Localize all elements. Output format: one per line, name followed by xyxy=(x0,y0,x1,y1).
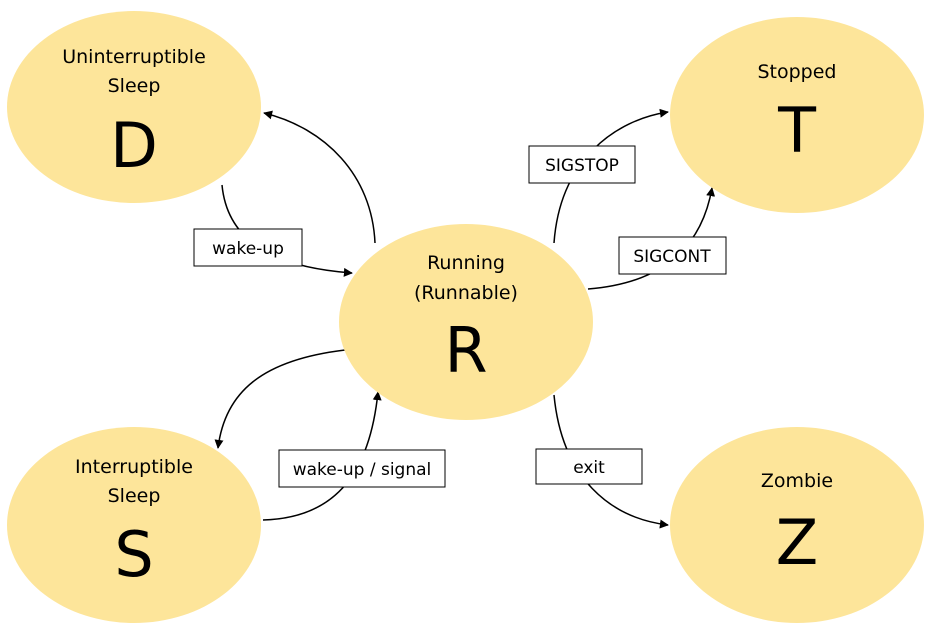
state-t-letter: T xyxy=(777,94,817,167)
state-z-name: Zombie xyxy=(761,470,833,492)
state-s-letter: S xyxy=(114,518,153,591)
label-sigcont: SIGCONT xyxy=(618,236,727,275)
label-sigstop-text: SIGSTOP xyxy=(545,156,619,176)
state-interruptible-sleep: Interruptible Sleep S xyxy=(7,427,261,623)
state-t-node xyxy=(670,17,924,213)
state-d-name-line2: Sleep xyxy=(108,75,161,97)
state-r-letter: R xyxy=(444,314,487,387)
label-sigcont-text: SIGCONT xyxy=(633,247,711,267)
label-exit: exit xyxy=(535,448,643,485)
label-exit-text: exit xyxy=(573,458,605,478)
label-sigcont-box xyxy=(618,236,727,275)
state-running: Running (Runnable) R xyxy=(339,224,593,420)
state-z-letter: Z xyxy=(776,506,818,579)
edge-running-to-interruptible xyxy=(214,349,346,449)
state-s-name-line1: Interruptible xyxy=(75,456,193,478)
label-wake-up-box xyxy=(193,228,303,267)
state-z-node xyxy=(670,427,924,623)
state-zombie: Zombie Z xyxy=(670,427,924,623)
state-r-node xyxy=(339,224,593,420)
state-d-letter: D xyxy=(110,109,158,182)
state-uninterruptible-sleep: Uninterruptible Sleep D xyxy=(7,11,261,203)
state-r-name-line2: (Runnable) xyxy=(414,282,518,304)
state-d-node xyxy=(7,11,261,203)
state-t-name: Stopped xyxy=(757,61,836,83)
edge-running-to-uninterruptible xyxy=(263,110,376,244)
state-d-name-line1: Uninterruptible xyxy=(62,46,206,68)
state-stopped: Stopped T xyxy=(670,17,924,213)
label-wake-up-signal: wake-up / signal xyxy=(278,449,446,488)
edge-running-to-zombie xyxy=(553,394,669,529)
label-wake-up-text: wake-up xyxy=(212,239,284,259)
state-r-name-line1: Running xyxy=(427,252,505,274)
label-wake-up: wake-up xyxy=(193,228,303,267)
label-sigstop-box xyxy=(528,145,636,184)
label-sigstop: SIGSTOP xyxy=(528,145,636,184)
label-wake-up-signal-text: wake-up / signal xyxy=(293,460,432,480)
label-wake-up-signal-box xyxy=(278,449,446,488)
state-s-node xyxy=(7,427,261,623)
state-s-name-line2: Sleep xyxy=(108,485,161,507)
label-exit-box xyxy=(535,448,643,485)
